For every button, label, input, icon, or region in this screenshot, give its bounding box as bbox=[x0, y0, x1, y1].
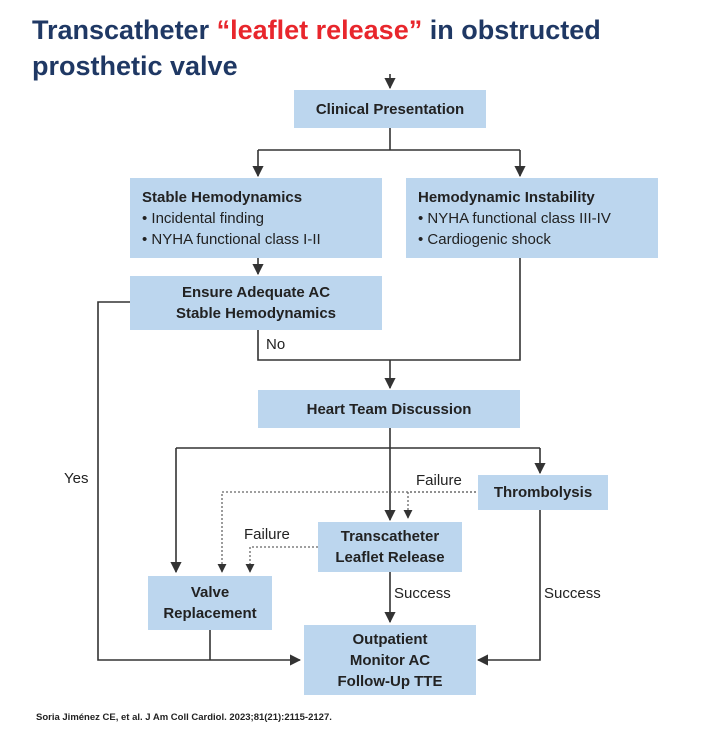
title-part-2: in obstructed prosthetic valve bbox=[32, 15, 601, 81]
stable-bullet-2: • NYHA functional class I-II bbox=[142, 230, 321, 248]
node-clinical-presentation: Clinical Presentation bbox=[294, 90, 486, 128]
edge-presentation-split bbox=[258, 128, 520, 151]
citation: Soria Jiménez CE, et al. J Am Coll Cardi… bbox=[36, 712, 332, 723]
stable-heading: Stable Hemodynamics bbox=[142, 188, 303, 206]
node-hemodynamic-instability: Hemodynamic Instability • NYHA functiona… bbox=[406, 178, 658, 258]
node-heart-team-discussion: Heart Team Discussion bbox=[258, 390, 520, 428]
edge-label-failure-thrombolysis: Failure bbox=[416, 472, 462, 489]
edge-no bbox=[257, 330, 390, 361]
edge-label-yes: Yes bbox=[64, 470, 89, 487]
edge-label-no: No bbox=[266, 336, 286, 353]
edge-label-success-thrombolysis: Success bbox=[544, 585, 601, 602]
node-thrombolysis: Thrombolysis bbox=[478, 475, 608, 510]
edge-leaflet-failure bbox=[245, 546, 318, 573]
edge-thrombolysis-failure-to-valve bbox=[217, 491, 476, 573]
valve-replacement-line-1: Valve bbox=[190, 584, 230, 601]
edge-thrombolysis-failure bbox=[403, 491, 476, 519]
title-part-1: Transcatheter bbox=[32, 15, 217, 45]
outpatient-line-2: Monitor AC bbox=[349, 651, 431, 669]
leaflet-release-line-1: Transcatheter bbox=[340, 528, 440, 545]
stable-bullet-1: • Incidental finding bbox=[142, 209, 264, 227]
node-ensure-adequate-ac: Ensure Adequate AC Stable Hemodynamics bbox=[130, 276, 382, 330]
node-stable-hemodynamics: Stable Hemodynamics • Incidental finding… bbox=[130, 178, 382, 258]
outpatient-line-3: Follow-Up TTE bbox=[337, 672, 443, 690]
instability-bullet-1: • NYHA functional class III-IV bbox=[418, 209, 611, 227]
instability-bullet-2: • Cardiogenic shock bbox=[418, 230, 551, 248]
instability-heading: Hemodynamic Instability bbox=[418, 188, 595, 206]
title-highlight: “leaflet release” bbox=[216, 15, 423, 45]
edge-label-success-leaflet: Success bbox=[394, 585, 451, 602]
node-valve-replacement: Valve Replacement bbox=[148, 576, 272, 630]
edge-instability-down bbox=[390, 258, 521, 361]
ensure-ac-line-1: Ensure Adequate AC bbox=[181, 284, 331, 301]
node-outpatient: Outpatient Monitor AC Follow-Up TTE bbox=[304, 625, 476, 695]
edge-thrombolysis-success bbox=[476, 510, 541, 666]
clinical-presentation-label: Clinical Presentation bbox=[315, 100, 465, 118]
outpatient-line-1: Outpatient bbox=[352, 630, 428, 648]
ensure-ac-line-2: Stable Hemodynamics bbox=[175, 305, 337, 322]
heart-team-label: Heart Team Discussion bbox=[306, 400, 472, 418]
valve-replacement-line-2: Replacement bbox=[163, 605, 257, 622]
leaflet-release-line-2: Leaflet Release bbox=[335, 549, 445, 566]
edge-label-failure-leaflet: Failure bbox=[244, 526, 290, 543]
edge-heart-team-split bbox=[176, 428, 540, 449]
thrombolysis-label: Thrombolysis bbox=[493, 484, 593, 501]
node-transcatheter-leaflet-release: Transcatheter Leaflet Release bbox=[318, 522, 462, 572]
edge-yes bbox=[97, 301, 302, 666]
slide-title: Transcatheter “leaflet release” in obstr… bbox=[32, 12, 712, 84]
